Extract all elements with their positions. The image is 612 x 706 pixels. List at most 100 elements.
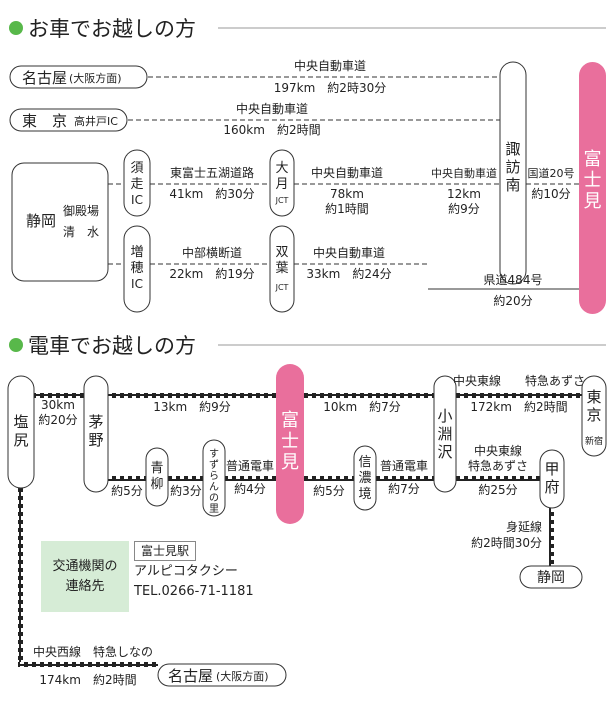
kobuchizawa-char: 小	[437, 407, 452, 425]
rail-chuo-west-v	[18, 488, 23, 666]
chuo1-time: 約1時間	[325, 201, 369, 216]
futaba-char: 双	[275, 245, 288, 260]
pref484-name: 県道484号	[484, 273, 543, 287]
shinanosakai-char: 境	[358, 487, 371, 502]
rail-local-west	[108, 476, 276, 481]
chuo3-distance: 33km 約24分	[306, 266, 391, 281]
tokyo-origin	[9, 108, 128, 132]
otsuki-char: 月	[275, 177, 288, 192]
rail-kobuchizawa-kofu	[456, 476, 540, 481]
kofu-line-name: 中央東線	[474, 443, 522, 458]
contact-label-box: 交通機関の 連絡先	[41, 541, 129, 612]
kobuchizawa-station	[433, 375, 457, 493]
shizuoka-station	[519, 565, 583, 589]
tokyo-char: 京	[586, 406, 601, 424]
contact-info: 富士見駅 アルピコタクシー TEL.0266-71-1181	[134, 541, 254, 601]
suzuran-char: の	[209, 493, 219, 504]
nagoya-sublabel: (大阪方面)	[69, 71, 122, 85]
tokyo-label: 東 京	[22, 112, 67, 130]
kobuchizawa-tokyo-distance: 172km 約2時間	[470, 399, 567, 414]
shiojiri-char: 塩	[13, 413, 28, 431]
suzuran-fujimi-time: 約4分	[234, 481, 266, 496]
shinanosakai-station	[353, 445, 377, 511]
minobu-line-name: 身延線	[506, 519, 542, 534]
otsuki-char: 大	[275, 161, 288, 176]
fujimi-destination-car	[579, 62, 606, 314]
nagoya-distance: 197km 約2時30分	[274, 80, 386, 95]
shizuoka-label: 静岡	[537, 570, 565, 586]
nagoya-road-name: 中央自動車道	[294, 58, 366, 73]
suzuran-char: ず	[209, 459, 219, 471]
shizuoka-label: 静岡	[26, 212, 56, 230]
aoyagi-suzuran-time: 約3分	[170, 483, 202, 498]
kobuchizawa-tokyo-line: 中央東線 特急あずさ	[453, 373, 585, 388]
contact-tel[interactable]: TEL.0266-71-1181	[134, 584, 254, 599]
chuo2-road-name: 中央自動車道	[431, 166, 497, 180]
shinjuku-label: 新宿	[585, 435, 603, 447]
futaba-char: 葉	[275, 261, 288, 276]
bullet-icon	[9, 338, 23, 352]
tokyo-distance: 160km 約2時間	[223, 122, 320, 137]
shizuoka-shimizu: 清 水	[63, 225, 99, 239]
kobuchizawa-char: 淵	[437, 425, 452, 443]
kofu-char: 府	[544, 478, 559, 496]
suwa-char: 諏	[505, 140, 520, 158]
otsuki-char: JCT	[275, 196, 289, 205]
chino-char: 野	[88, 431, 103, 449]
rail-kobuchizawa-tokyo	[456, 393, 582, 398]
fujimi-char: 見	[281, 452, 299, 473]
shinanosakai-char: 信	[358, 455, 371, 470]
car-section-title: お車でお越しの方	[28, 17, 196, 41]
pref484-time: 約20分	[493, 293, 532, 308]
suzuran-char: 里	[209, 503, 219, 515]
suzurannosato-station	[202, 439, 226, 517]
contact-label-line1: 交通機関の	[52, 558, 118, 574]
local-train-west: 普通電車	[226, 459, 274, 473]
aoyagi-station	[145, 447, 169, 507]
rail-chino-fujimi	[108, 393, 276, 398]
suwa-char: 南	[505, 176, 520, 194]
chino-char: 茅	[88, 413, 103, 431]
aoyagi-char: 青	[150, 461, 163, 476]
local-train-east: 普通電車	[380, 459, 428, 473]
fujimi-char: 士	[281, 431, 299, 452]
tokyo-station	[581, 375, 607, 457]
route20-name: 国道20号	[528, 166, 575, 180]
nagoya-sublabel: (大阪方面)	[216, 669, 269, 683]
chino-aoyagi-time: 約5分	[111, 483, 143, 498]
kofu-char: 甲	[544, 460, 559, 478]
fujimi-kobuchizawa-distance: 10km 約7分	[323, 399, 401, 414]
rail-chuo-west-h	[18, 662, 158, 667]
nagoya-label: 名古屋	[168, 667, 213, 685]
higashifuji-road-name: 東富士五湖道路	[170, 165, 254, 180]
fujimi-char: 富	[584, 149, 602, 170]
contact-label-line2: 連絡先	[65, 578, 105, 594]
nagoya-origin	[9, 65, 148, 89]
contact-station: 富士見駅	[134, 541, 197, 561]
suwa-minami-ic	[499, 61, 527, 285]
shiojiri-char: 尻	[13, 431, 28, 449]
fujimi-shinanosakai-time: 約5分	[313, 483, 345, 498]
otsuki-jct	[269, 149, 295, 217]
shizuoka-origin	[11, 162, 109, 282]
suzuran-char: す	[209, 448, 219, 460]
subashiri-char: IC	[131, 193, 143, 207]
shiojiri-chino-distance: 30km	[41, 398, 75, 412]
higashifuji-distance: 41km 約30分	[169, 186, 254, 201]
masuho-char: 増	[130, 245, 143, 260]
rail-fujimi-kobuchizawa	[304, 393, 434, 398]
suwa-char: 訪	[505, 158, 520, 176]
route20-time: 約10分	[531, 186, 570, 201]
chuo2-distance: 12km	[447, 187, 481, 201]
masuho-ic	[123, 225, 151, 313]
chuo-west-distance: 174km 約2時間	[39, 672, 136, 687]
nagoya-label: 名古屋	[22, 69, 67, 87]
tokyo-sublabel: 高井戸IC	[74, 114, 118, 128]
kofu-time: 約25分	[478, 482, 517, 497]
shinanosakai-char: 濃	[358, 471, 371, 486]
shiojiri-station	[7, 375, 35, 489]
chubu-road-name: 中部横断道	[182, 245, 242, 260]
subashiri-char: 走	[130, 177, 143, 192]
chino-fujimi-distance: 13km 約9分	[153, 399, 231, 414]
suzuran-char: ん	[209, 481, 219, 493]
